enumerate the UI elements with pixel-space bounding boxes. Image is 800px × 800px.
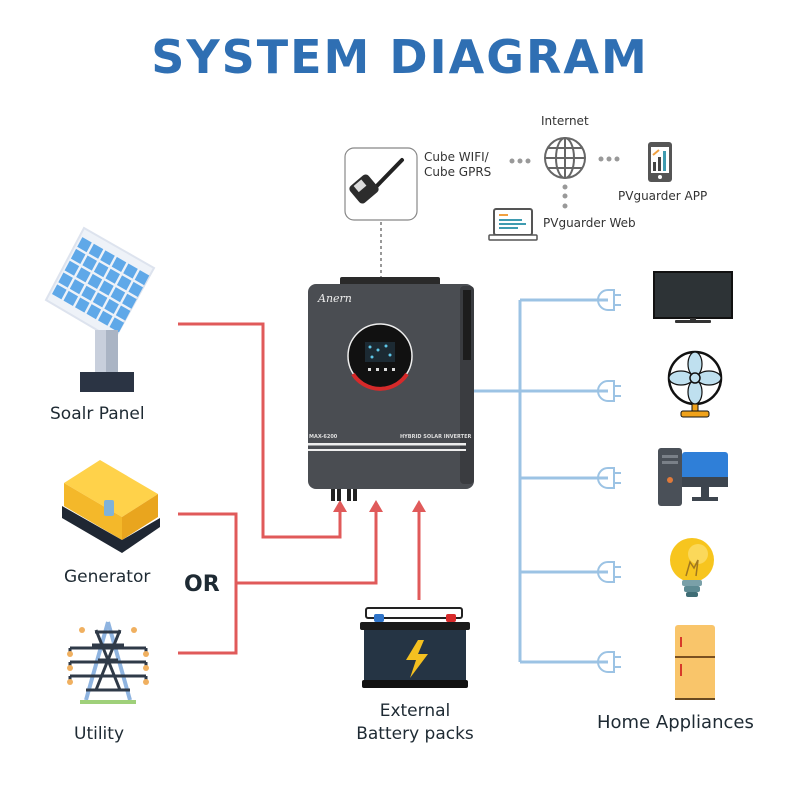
insulators [67, 627, 149, 685]
output-lines [473, 298, 608, 664]
inverter-product-name: HYBRID SOLAR INVERTER [400, 434, 472, 440]
solar-cell [122, 293, 137, 309]
solar-cell [58, 272, 73, 288]
refrigerator-icon [675, 625, 715, 700]
connection-dots [509, 156, 620, 209]
ground [80, 700, 136, 704]
light-bulb-icon [670, 538, 714, 597]
input-arrows [333, 500, 426, 512]
solar-cell [52, 284, 67, 300]
solar-cell [116, 275, 132, 291]
solar-cell [99, 280, 114, 296]
utility-tower-icon [68, 621, 148, 701]
wifi-dongle-icon [344, 147, 418, 221]
solar-cell [69, 279, 85, 295]
solar-cell [87, 273, 103, 290]
input-lines [178, 322, 421, 655]
plug-icon [597, 467, 621, 489]
solar-cell [134, 270, 150, 286]
solar-cell [115, 305, 131, 321]
solar-cell [64, 260, 80, 276]
generator-label: Generator [64, 567, 151, 587]
web-label: PVguarder Web [543, 216, 636, 230]
solar-panel-icon [44, 226, 156, 392]
solar-cell [100, 250, 115, 266]
solar-panel-label: Soalr Panel [50, 404, 145, 424]
solar-cell [92, 292, 108, 308]
arrow-generator [369, 500, 383, 512]
internet-globe-icon [544, 137, 586, 179]
arrow-battery [412, 500, 426, 512]
inverter-device [308, 277, 474, 501]
phone-app-icon [648, 142, 672, 182]
solar-cell [70, 248, 86, 265]
solar-cell [77, 237, 92, 253]
home-appliances-label: Home Appliances [597, 712, 754, 733]
battery-label-line2: Battery packs [356, 724, 474, 744]
diagram-title: SYSTEM DIAGRAM [151, 30, 649, 84]
solar-cell [76, 267, 91, 283]
solar-cell [111, 256, 127, 273]
solar-cell [63, 290, 79, 307]
inverter-model: MAX-6200 [309, 434, 338, 440]
plug-icon [597, 561, 621, 583]
solar-cell [81, 285, 96, 301]
app-label: PVguarder APP [618, 189, 708, 203]
battery-label: External Battery packs [340, 700, 490, 746]
tv-icon [653, 271, 733, 323]
solar-cell [123, 263, 138, 279]
arrow-solar [333, 500, 347, 512]
solar-cell [82, 255, 97, 271]
plug-icon [597, 380, 621, 402]
plug-icons [597, 289, 621, 673]
solar-cell [88, 243, 104, 259]
fan-icon [667, 350, 723, 418]
solar-cell [104, 298, 119, 315]
generator-icon [62, 460, 160, 553]
wifi-gprs-label: Cube WIFI/ Cube GPRS [424, 150, 491, 180]
laptop-web-icon [488, 208, 538, 241]
utility-label: Utility [74, 724, 125, 744]
plug-icon [597, 651, 621, 673]
solar-cell [75, 297, 90, 313]
solar-cell [93, 262, 109, 278]
battery-label-line1: External [379, 701, 451, 721]
solar-cell [105, 268, 120, 284]
solar-cell [86, 304, 102, 320]
device-label-line1: Cube WIFI/ [424, 150, 489, 164]
plug-icon [597, 289, 621, 311]
or-label: OR [184, 572, 220, 597]
battery-icon [360, 607, 470, 688]
device-label-line2: Cube GPRS [424, 165, 492, 179]
internet-label: Internet [541, 114, 589, 128]
solar-cell [128, 281, 143, 298]
utility-line [178, 583, 238, 655]
inverter-brand: Anern [318, 292, 352, 305]
solar-cell [98, 310, 113, 326]
solar-line [178, 322, 342, 539]
computer-icon [658, 448, 728, 506]
solar-cell [110, 287, 126, 303]
solar-cell [109, 317, 125, 333]
